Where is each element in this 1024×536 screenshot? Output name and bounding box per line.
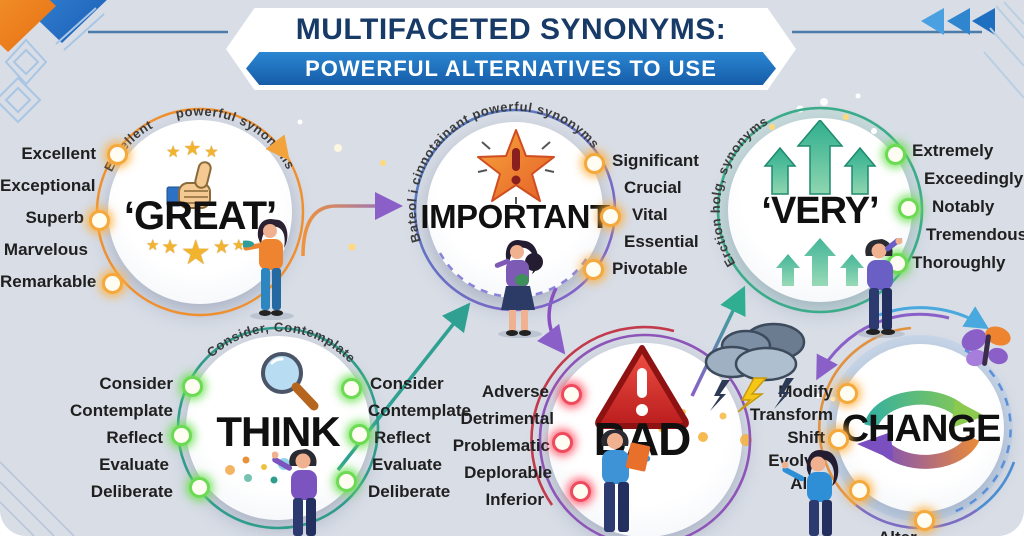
change-dot <box>837 383 858 404</box>
synonym: Detrimental <box>460 409 554 428</box>
important-dot <box>584 153 605 174</box>
synonym: Excellent <box>21 144 96 163</box>
great-dot <box>107 144 128 165</box>
change-dot <box>828 429 849 450</box>
synonym: Marvelous <box>3 240 88 259</box>
butterfly-icon <box>961 326 1011 367</box>
synonym: Notably <box>932 197 995 216</box>
think-synonyms-left: Consider Contemplate Reflect Evaluate De… <box>0 370 173 505</box>
think-dot <box>189 477 210 498</box>
synonym: Exceptional <box>0 176 96 195</box>
synonym: Significant <box>612 151 699 170</box>
cycle-arrows-icon <box>857 390 985 469</box>
great-arc-label-left: Excellent <box>101 117 155 174</box>
synonym: Deliberate <box>90 482 173 501</box>
very-word: ‘VERY’ <box>761 190 879 232</box>
synonym: Shift <box>787 428 825 447</box>
great-word: ‘GREAT’ <box>123 194 277 238</box>
bad-synonyms: Adverse Detrimental Problematic Deplorab… <box>404 378 554 513</box>
page-title: MULTIFACETED SYNONYMS: <box>295 13 727 46</box>
rising-arrows-icon <box>763 120 877 195</box>
synonym: Deliberate <box>368 482 451 501</box>
synonym: Contemplate <box>368 401 471 420</box>
warning-triangle-icon <box>595 345 689 429</box>
bad-dot <box>561 384 582 405</box>
synonym: Consider <box>370 374 444 393</box>
important-word: IMPORTANT <box>420 198 610 235</box>
think-dot <box>341 378 362 399</box>
chevron-outlines <box>0 7 105 124</box>
synonym: Tremendously <box>926 225 1024 244</box>
very-ring: Erction holg, synonyms <box>708 106 924 314</box>
synonym: Vital <box>632 205 668 224</box>
synonym: Reflect <box>106 428 163 447</box>
synonym: Thoroughly <box>912 253 1006 272</box>
synonym: Transform <box>749 405 833 424</box>
synonym: Problematic <box>452 436 550 455</box>
synonym: Evaluate <box>372 455 442 474</box>
think-dot <box>349 424 370 445</box>
page-subtitle: POWERFUL ALTERNATIVES TO USE <box>246 52 776 85</box>
synonym: Superb <box>25 208 84 227</box>
very-dot <box>898 198 919 219</box>
change-word: CHANGE <box>841 408 1002 450</box>
synonym: Contemplate <box>70 401 173 420</box>
synonym: Modify <box>778 382 833 401</box>
synonym: Essential <box>624 232 699 251</box>
person-bad-woman <box>782 450 839 536</box>
synonym: Remarkable <box>0 272 97 291</box>
think-word: THINK <box>216 408 340 455</box>
arrow-bad-to-very <box>690 285 746 397</box>
person-very-man <box>857 238 905 338</box>
change-dot <box>849 480 870 501</box>
change-dot <box>914 510 935 531</box>
great-bottom-stars-icon: ★★★★★ <box>146 234 246 272</box>
arrow-great-to-important <box>301 192 403 257</box>
change-bottom-partial-label: Alter <box>878 528 917 536</box>
magnifying-glass-icon <box>261 352 319 411</box>
synonym: Deplorable <box>464 463 552 482</box>
synonym: Consider <box>99 374 173 393</box>
arrow-important-to-bad <box>537 287 566 355</box>
very-synonyms: Extremely Exceedingly Notably Tremendous… <box>910 137 1024 277</box>
storm-cloud-icon <box>704 322 806 412</box>
synonym: Pivotable <box>612 259 688 278</box>
person-important-woman <box>494 240 543 338</box>
synonym: Extremely <box>912 141 994 160</box>
synonym: Evaluate <box>99 455 169 474</box>
synonym: Exceedingly <box>924 169 1024 188</box>
star-exclamation-icon <box>477 129 555 204</box>
important-synonyms: Significant Crucial Vital Essential Pivo… <box>610 147 699 282</box>
triple-chevron-icon <box>921 8 995 35</box>
important-dot <box>583 259 604 280</box>
rising-arrows-small-icon <box>776 238 864 286</box>
corner-lines-bottom-left <box>0 461 75 536</box>
important-dot <box>600 206 621 227</box>
think-dot <box>171 425 192 446</box>
very-dot <box>885 144 906 165</box>
synonym: Adverse <box>481 382 549 401</box>
title-plate: MULTIFACETED SYNONYMS: POWERFUL ALTERNAT… <box>226 8 796 90</box>
person-think-man <box>272 449 317 536</box>
synonym: Reflect <box>374 428 431 447</box>
orange-diamond <box>0 0 56 52</box>
thumbs-up-icon <box>166 161 212 209</box>
bad-ring <box>530 325 752 536</box>
person-great-woman <box>243 219 294 320</box>
think-synonyms-right: Consider Contemplate Reflect Evaluate De… <box>368 370 471 505</box>
synonym: Crucial <box>624 178 682 197</box>
person-bad-man <box>601 429 651 532</box>
synonym: Inferior <box>485 490 544 509</box>
great-top-stars-icon: ★★★ <box>166 138 219 161</box>
great-dot <box>89 210 110 231</box>
great-dot <box>102 273 123 294</box>
think-dot <box>182 376 203 397</box>
think-dot <box>336 471 357 492</box>
corner-lines-top-right <box>983 1 1024 99</box>
great-synonyms: Excellent Exceptional Superb Marvelous R… <box>0 138 96 298</box>
bad-dot <box>552 432 573 453</box>
bad-dot <box>570 481 591 502</box>
